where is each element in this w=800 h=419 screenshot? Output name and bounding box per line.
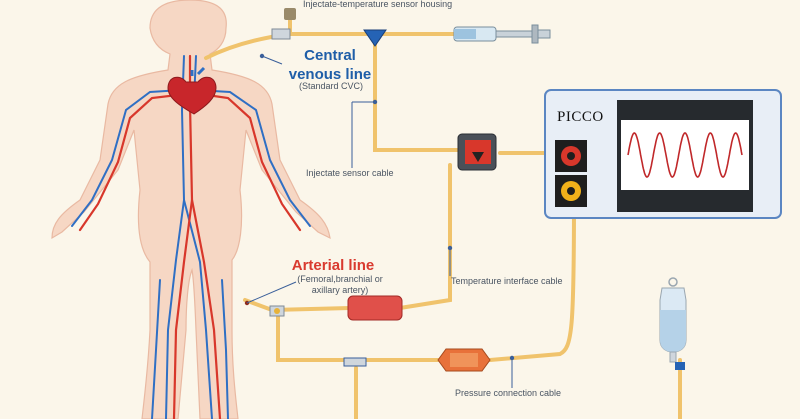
arterial-sub-line2: axillary artery) [311,285,369,295]
arterial-line-title: Arterial line [291,257,375,274]
central-venous-line-subtitle: (Standard CVC) [298,81,364,91]
picco-monitor-icon [544,89,782,219]
injectate-cable-label: Injectate sensor cable [306,168,394,178]
temperature-cable-label: Temperature interface cable [451,276,563,286]
human-body [51,0,331,419]
central-title-line1: Central [304,47,356,64]
central-venous-line-title: Central venous line [285,46,375,84]
housing-label: Injectate-temperature sensor housing [303,0,453,9]
arterial-line-subtitle: (Femoral,branchial or axillary artery) [290,274,390,296]
arterial-sub-line1: (Femoral,branchial or [297,274,383,284]
pressure-cable-label: Pressure connection cable [455,388,562,398]
syringe-icon [453,24,551,44]
sensor-housing [271,8,387,47]
pressure-transducer [343,348,491,372]
iv-bag-icon [659,277,687,370]
picco-label: PICCO [557,109,604,125]
heart-icon [167,66,217,115]
tubing [204,16,682,419]
leader-lines [246,55,513,388]
waveform-trace [627,132,743,178]
injectate-sensor-module [457,133,497,171]
arterial-sensor [269,295,403,321]
central-title-line2: venous line [288,66,372,83]
